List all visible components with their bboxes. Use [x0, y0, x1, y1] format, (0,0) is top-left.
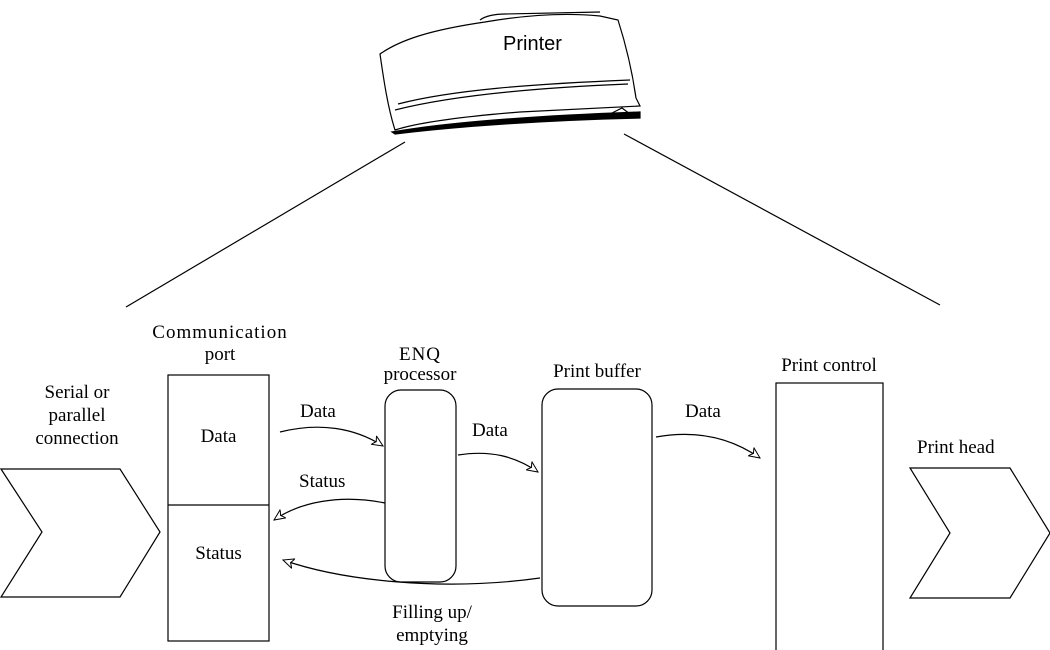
comm-port-box	[167, 374, 270, 642]
arrow-data-to-control	[655, 433, 760, 458]
arrow-label-fill-line1: Filling up/	[392, 602, 472, 623]
arrow-label-data-control: Data	[685, 401, 721, 422]
input-label-line1: Serial or	[44, 382, 110, 403]
zoom-line-right	[623, 133, 941, 306]
arrow-label-data-enq: Data	[300, 401, 336, 422]
comm-port-data-label: Data	[200, 426, 237, 447]
print-buffer-title: Print buffer	[553, 361, 641, 382]
zoom-line-left	[125, 141, 406, 308]
enq-title-line2: processor	[383, 364, 457, 385]
enq-title-line1: ENQ	[398, 344, 442, 365]
input-label-line3: connection	[35, 428, 119, 449]
arrow-label-status: Status	[299, 471, 346, 492]
print-buffer-box	[541, 388, 653, 607]
printer-icon	[379, 11, 641, 135]
print-control-title: Print control	[781, 355, 877, 376]
arrow-label-fill-line2: emptying	[396, 625, 468, 646]
comm-port-title-line2: port	[204, 344, 236, 365]
comm-port-status-label: Status	[195, 543, 242, 564]
enq-processor-box	[384, 389, 457, 583]
print-head-label: Print head	[917, 437, 995, 458]
arrow-fill-to-port	[283, 560, 541, 585]
output-chevron-shape	[908, 467, 1050, 599]
printer-label: Printer	[503, 33, 562, 55]
arrow-data-to-buffer	[457, 452, 538, 472]
arrow-status-to-port	[274, 498, 386, 520]
input-label-line2: parallel	[48, 405, 106, 426]
comm-port-title-line1: Communication	[152, 322, 288, 343]
arrow-data-to-enq	[279, 426, 383, 446]
arrow-label-data-buffer: Data	[472, 420, 508, 441]
print-control-box	[775, 382, 884, 650]
input-chevron-shape	[0, 468, 161, 598]
